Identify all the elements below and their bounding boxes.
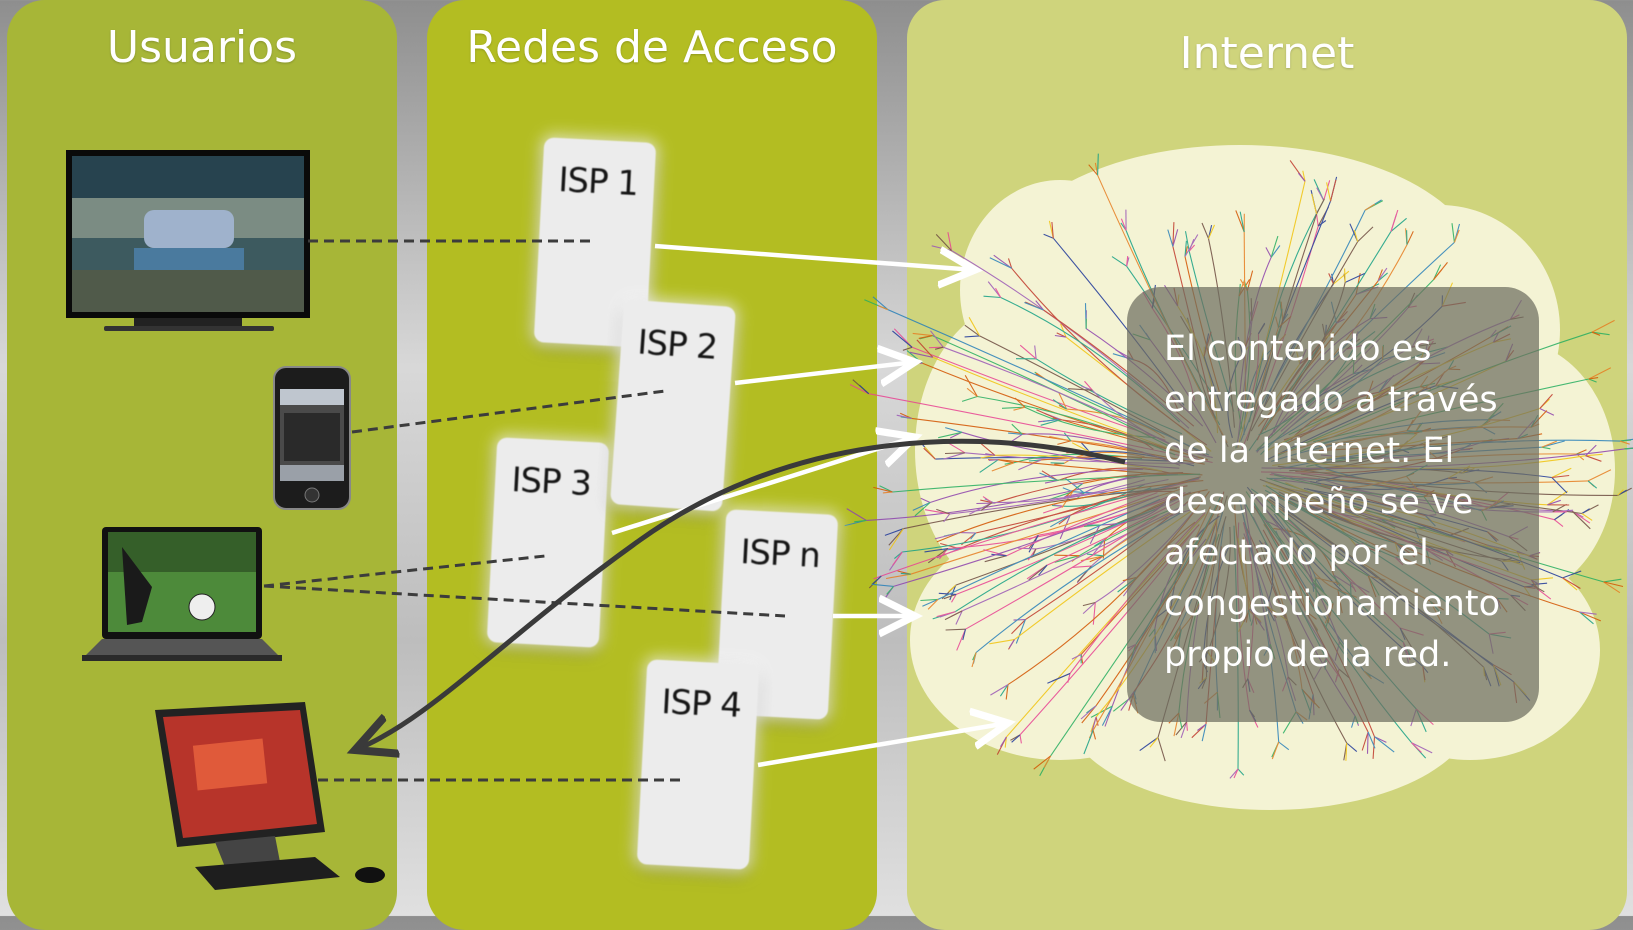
graph-twig [854,520,866,521]
graph-twig [1604,579,1622,582]
graph-twig [1589,368,1611,379]
graph-twig [907,351,923,364]
isp-label: ISP 3 [494,459,608,505]
desktop-computer-device [155,702,395,892]
graph-twig [873,297,888,310]
isp-card-2: ISP 2 [610,299,736,511]
isp-label: ISP 2 [620,321,735,369]
graph-twig [1368,732,1369,754]
graph-twig [1625,448,1633,449]
graph-twig [919,336,933,339]
graph-twig [889,529,903,550]
graph-twig [945,453,965,454]
graph-twig [892,331,912,347]
graph-twig [1098,154,1099,176]
graph-twig [893,552,903,565]
graph-twig [1620,441,1630,444]
graph-twig [1620,440,1631,441]
graph-twig [847,509,867,521]
graph-twig [887,586,894,594]
graph-twig [1051,463,1065,464]
isp-card-4: ISP 4 [637,659,760,870]
graph-twig [873,487,892,492]
graph-twig [1589,379,1597,382]
graph-twig [1014,620,1026,621]
graph-twig [913,333,933,335]
laptop-device [82,527,282,662]
callout-text: El contenido es entregado a través de la… [1164,324,1524,681]
smartphone-device [272,365,354,513]
television-device [64,150,314,335]
graph-twig [1345,269,1346,283]
graph-twig [1054,555,1079,556]
graph-twig [872,584,894,586]
isp-label: ISP 1 [541,159,655,205]
graph-twig [989,460,998,461]
graph-twig [903,347,912,350]
graph-twig [1592,320,1615,332]
isp-card-3: ISP 3 [487,437,610,648]
graph-twig [886,574,911,578]
isp-label: ISP 4 [644,681,758,727]
isp-label: ISP n [723,531,837,577]
